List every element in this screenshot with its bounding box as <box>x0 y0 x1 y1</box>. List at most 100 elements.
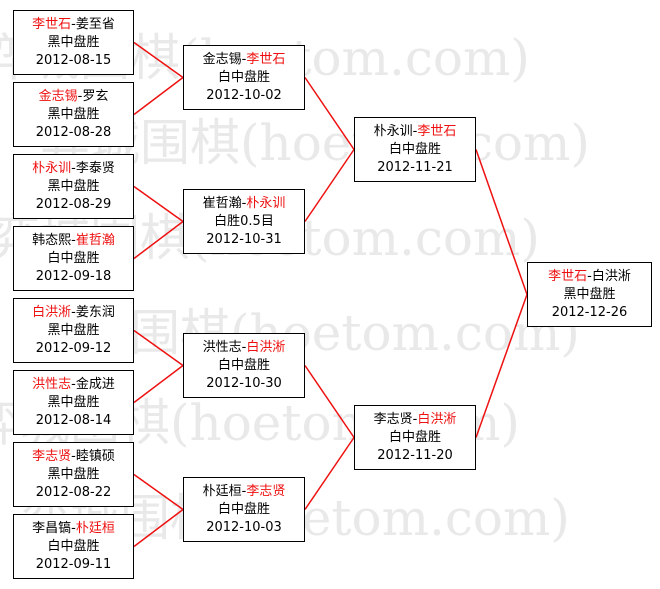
match-result: 黑中盘胜 <box>47 322 100 338</box>
winner-name: 崔哲瀚 <box>75 232 115 248</box>
match-players: 洪性志-金成进 <box>32 376 115 394</box>
loser-name: 姜东润 <box>75 304 115 320</box>
match-box: 崔哲瀚-朴永训白胜0.5目 2012-10-31 <box>183 189 305 254</box>
winner-name: 李志贤 <box>32 448 72 464</box>
winner-name: 白洪淅 <box>246 339 286 355</box>
loser-name: 罗玄 <box>82 88 109 104</box>
match-result: 黑中盘胜 <box>47 466 100 482</box>
bracket-connector <box>304 437 355 510</box>
loser-name: 姜至省 <box>75 16 115 32</box>
loser-name: 白洪淅 <box>591 268 631 284</box>
loser-name: 李昌镐 <box>32 520 72 536</box>
vs-separator: - <box>71 376 76 392</box>
winner-name: 李世石 <box>32 16 72 32</box>
match-date: 2012-10-03 <box>206 519 282 535</box>
match-date: 2012-10-31 <box>206 231 282 247</box>
match-date: 2012-08-28 <box>35 124 112 140</box>
match-players: 崔哲瀚-朴永训 <box>203 195 286 213</box>
match-date: 2012-09-18 <box>35 268 112 284</box>
bracket-connector <box>133 473 184 511</box>
winner-name: 洪性志 <box>32 376 72 392</box>
vs-separator: - <box>241 195 247 211</box>
winner-name: 金志锡 <box>38 88 78 104</box>
match-result: 白胜0.5目 <box>214 213 274 229</box>
winner-name: 朴廷桓 <box>75 520 115 536</box>
match-date: 2012-08-15 <box>35 52 112 68</box>
match-players: 李世石-姜至省 <box>32 16 115 34</box>
winner-name: 李世石 <box>246 51 286 67</box>
vs-separator: - <box>71 160 76 176</box>
winner-name: 白洪淅 <box>32 304 72 320</box>
winner-name: 李志贤 <box>246 483 286 499</box>
match-result: 白中盘胜 <box>47 538 100 554</box>
bracket-connector <box>133 329 184 367</box>
vs-separator: - <box>71 448 76 464</box>
match-players: 韩态熙-崔哲瀚 <box>32 232 115 250</box>
vs-separator: - <box>241 483 247 499</box>
loser-name: 韩态熙 <box>32 232 72 248</box>
match-result: 白中盘胜 <box>47 250 100 266</box>
winner-name: 白洪淅 <box>417 411 457 427</box>
bracket-connector <box>475 149 528 295</box>
vs-separator: - <box>241 51 247 67</box>
bracket-connector <box>304 149 355 222</box>
bracket-connector <box>133 185 184 223</box>
loser-name: 朴永训 <box>373 123 413 139</box>
bracket-connector <box>475 294 528 438</box>
match-result: 白中盘胜 <box>217 501 270 517</box>
match-result: 黑中盘胜 <box>47 394 100 410</box>
match-players: 金志锡-李世石 <box>203 51 286 69</box>
match-players: 朴永训-李世石 <box>374 123 457 141</box>
match-result: 黑中盘胜 <box>47 34 100 50</box>
winner-name: 李世石 <box>548 268 588 284</box>
match-date: 2012-09-12 <box>35 340 112 356</box>
vs-separator: - <box>587 268 592 284</box>
match-players: 洪性志-白洪淅 <box>203 339 286 357</box>
bracket-connector <box>133 364 184 404</box>
match-date: 2012-10-30 <box>206 375 282 391</box>
vs-separator: - <box>71 232 76 248</box>
match-players: 金志锡-罗玄 <box>39 88 109 106</box>
loser-name: 洪性志 <box>202 339 242 355</box>
match-result: 黑中盘胜 <box>47 106 100 122</box>
match-players: 李志贤-白洪淅 <box>374 411 457 429</box>
match-players: 李世石-白洪淅 <box>548 268 631 286</box>
match-result: 白中盘胜 <box>217 69 270 85</box>
loser-name: 崔哲瀚 <box>202 195 242 211</box>
match-box: 李世石-姜至省黑中盘胜 2012-08-15 <box>13 10 134 75</box>
match-date: 2012-09-11 <box>35 556 112 572</box>
match-players: 朴廷桓-李志贤 <box>203 483 286 501</box>
loser-name: 李志贤 <box>373 411 413 427</box>
match-date: 2012-08-14 <box>35 412 112 428</box>
match-date: 2012-08-29 <box>35 196 112 212</box>
match-result: 白中盘胜 <box>217 357 270 373</box>
bracket-connector <box>133 76 184 116</box>
match-date: 2012-12-26 <box>551 304 628 320</box>
bracket-connector <box>304 77 355 150</box>
vs-separator: - <box>77 88 83 104</box>
match-players: 李志贤-睦镇硕 <box>32 448 115 466</box>
bracket-connector <box>133 220 184 260</box>
loser-name: 金成进 <box>75 376 115 392</box>
vs-separator: - <box>412 411 418 427</box>
winner-name: 朴永训 <box>32 160 72 176</box>
match-date: 2012-11-21 <box>377 159 453 175</box>
match-players: 朴永训-李泰贤 <box>32 160 115 178</box>
match-result: 黑中盘胜 <box>563 286 616 302</box>
vs-separator: - <box>71 520 76 536</box>
match-players: 李昌镐-朴廷桓 <box>32 520 115 538</box>
loser-name: 睦镇硕 <box>75 448 115 464</box>
vs-separator: - <box>241 339 247 355</box>
vs-separator: - <box>412 123 418 139</box>
match-box: 朴廷桓-李志贤白中盘胜 2012-10-03 <box>183 477 305 542</box>
